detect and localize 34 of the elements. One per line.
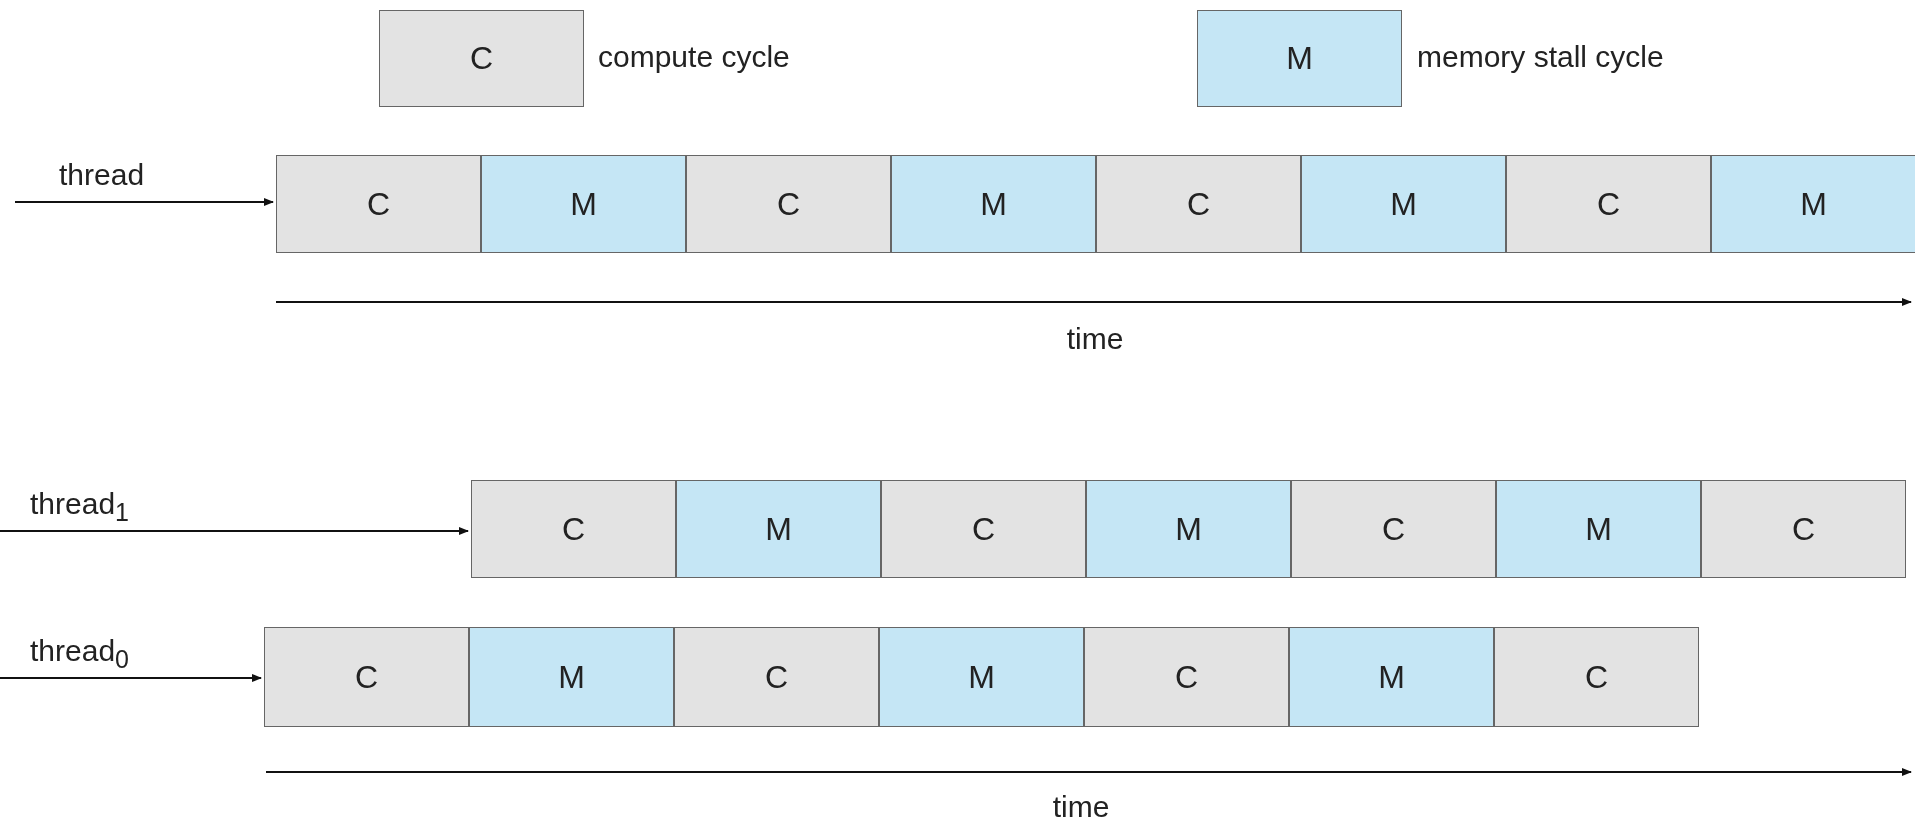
cycle-box: C xyxy=(471,480,676,578)
axis-label: time xyxy=(1052,790,1110,824)
cycle-box: M xyxy=(481,155,686,253)
arrow xyxy=(0,674,262,682)
cycle-box: C xyxy=(1084,627,1289,727)
cycle-box: C xyxy=(1291,480,1496,578)
cycle-box: M xyxy=(469,627,674,727)
thread-label: thread$_{0}$ xyxy=(30,634,129,674)
cycle-box: C xyxy=(1506,155,1711,253)
cycle-box: M xyxy=(1289,627,1494,727)
cycle-box: M xyxy=(1301,155,1506,253)
cycle-box: C xyxy=(1701,480,1906,578)
cycle-box: M xyxy=(879,627,1084,727)
cycle-box: C xyxy=(686,155,891,253)
cycle-box: C xyxy=(881,480,1086,578)
cycle-box: C xyxy=(674,627,879,727)
legend-text: memory stall cycle xyxy=(1417,40,1664,74)
axis-label: time xyxy=(1066,322,1124,356)
cycle-box: M xyxy=(1711,155,1915,253)
cycle-box: C xyxy=(264,627,469,727)
cycle-box: M xyxy=(676,480,881,578)
cycle-box: M xyxy=(891,155,1096,253)
arrow xyxy=(14,198,274,206)
cycle-box: C xyxy=(1096,155,1301,253)
legend-text: compute cycle xyxy=(598,40,790,74)
thread-label: thread$_{1}$ xyxy=(30,487,129,527)
thread-label: thread xyxy=(59,158,145,192)
legend-swatch: C xyxy=(379,10,584,107)
arrow xyxy=(0,527,469,535)
cycle-box: C xyxy=(1494,627,1699,727)
cycle-box: M xyxy=(1496,480,1701,578)
cycle-box: M xyxy=(1086,480,1291,578)
legend-swatch: M xyxy=(1197,10,1402,107)
cycle-box: C xyxy=(276,155,481,253)
